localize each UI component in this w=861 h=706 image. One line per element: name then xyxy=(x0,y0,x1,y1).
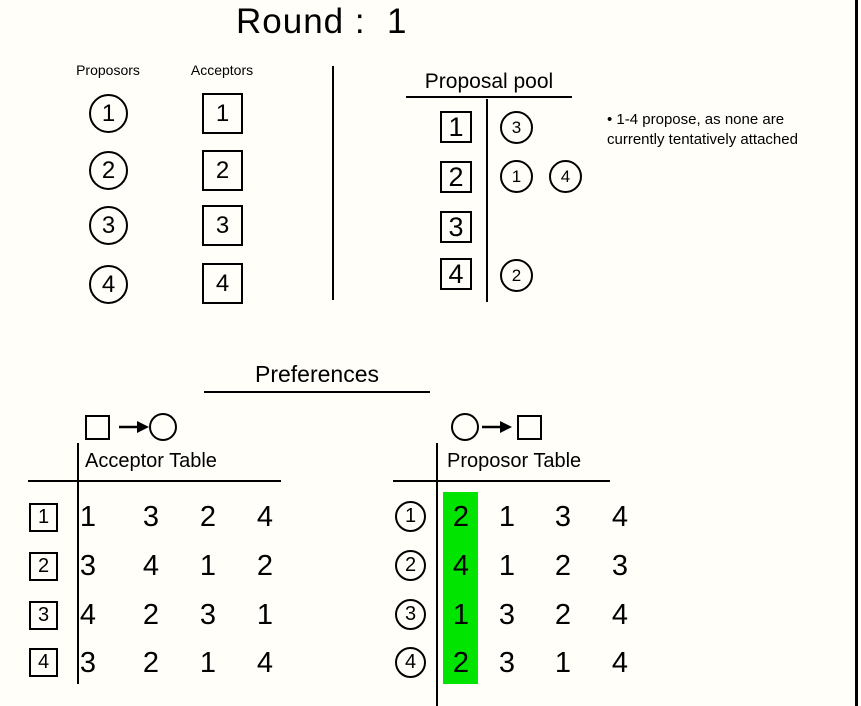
proposor-pref-cell: 3 xyxy=(498,599,516,631)
acceptor-node-3: 3 xyxy=(202,205,243,246)
acceptor-pref-cell: 2 xyxy=(142,599,160,631)
proposor-node-1: 1 xyxy=(89,94,128,133)
acceptor-node-4: 4 xyxy=(202,263,243,304)
pool-acceptor-1: 1 xyxy=(440,111,472,143)
acceptors-column-label: Acceptors xyxy=(190,62,254,78)
round-note: • 1-4 propose, as none are currently ten… xyxy=(607,111,798,149)
proposor-table-vline xyxy=(436,443,438,706)
circle-to-square-icon xyxy=(451,413,542,441)
proposor-pref-cell: 4 xyxy=(611,501,629,533)
proposor-pref-cell: 3 xyxy=(554,501,572,533)
proposor-pref-cell: 4 xyxy=(611,647,629,679)
proposor-node-4: 4 xyxy=(89,265,128,304)
proposor-node-2: 2 xyxy=(89,151,128,190)
acceptor-table-title: Acceptor Table xyxy=(85,450,217,472)
acceptor-row-label-1: 1 xyxy=(29,503,58,532)
acceptor-pref-cell: 2 xyxy=(142,647,160,679)
pool-acceptor-2: 2 xyxy=(440,161,472,193)
proposor-pref-cell: 1 xyxy=(452,599,470,631)
acceptor-table-hline xyxy=(28,480,281,482)
proposor-pref-cell: 2 xyxy=(554,550,572,582)
proposal-pool-divider-line xyxy=(486,99,488,302)
proposal-pool-title: Proposal pool xyxy=(406,70,572,98)
acceptor-row-label-2: 2 xyxy=(29,552,58,581)
acceptor-node-2: 2 xyxy=(202,150,243,191)
proposor-table-hline xyxy=(393,480,610,482)
acceptor-pref-cell: 2 xyxy=(199,501,217,533)
proposor-row-label-4: 4 xyxy=(395,647,426,678)
highlighted-first-choice-column xyxy=(443,492,478,684)
acceptor-pref-cell: 4 xyxy=(256,501,274,533)
acceptor-node-1: 1 xyxy=(202,93,243,134)
acceptor-row-label-4: 4 xyxy=(29,648,58,677)
acceptor-pref-cell: 3 xyxy=(79,647,97,679)
proposors-column-label: Proposors xyxy=(76,62,140,78)
acceptor-pref-cell: 1 xyxy=(199,647,217,679)
pool-proposer-2: 2 xyxy=(500,259,533,292)
proposor-pref-cell: 4 xyxy=(611,599,629,631)
acceptor-pref-cell: 4 xyxy=(256,647,274,679)
proposor-pref-cell: 4 xyxy=(452,550,470,582)
proposor-table-title: Proposor Table xyxy=(447,450,582,472)
pool-proposer-3: 3 xyxy=(500,111,533,144)
proposor-row-label-1: 1 xyxy=(395,501,426,532)
proposor-pref-cell: 1 xyxy=(554,647,572,679)
proposor-pref-cell: 2 xyxy=(452,647,470,679)
preferences-title: Preferences xyxy=(204,361,430,393)
acceptor-pref-cell: 1 xyxy=(256,599,274,631)
acceptor-pref-cell: 4 xyxy=(79,599,97,631)
section-divider-line xyxy=(332,66,334,300)
acceptor-pref-cell: 1 xyxy=(199,550,217,582)
proposor-pref-cell: 1 xyxy=(498,501,516,533)
acceptor-row-label-3: 3 xyxy=(29,601,58,630)
pool-proposer-4: 4 xyxy=(549,160,582,193)
proposor-pref-cell: 1 xyxy=(498,550,516,582)
frame-right-border xyxy=(855,0,858,706)
acceptor-pref-cell: 3 xyxy=(79,550,97,582)
proposor-pref-cell: 3 xyxy=(498,647,516,679)
acceptor-pref-cell: 1 xyxy=(79,501,97,533)
proposor-pref-cell: 2 xyxy=(452,501,470,533)
acceptor-pref-cell: 3 xyxy=(142,501,160,533)
proposor-node-3: 3 xyxy=(89,206,128,245)
pool-acceptor-3: 3 xyxy=(440,211,472,243)
square-to-circle-icon xyxy=(85,413,177,441)
acceptor-pref-cell: 3 xyxy=(199,599,217,631)
proposor-row-label-3: 3 xyxy=(395,599,426,630)
proposor-pref-cell: 3 xyxy=(611,550,629,582)
proposor-row-label-2: 2 xyxy=(395,550,426,581)
pool-acceptor-4: 4 xyxy=(440,258,472,290)
acceptor-pref-cell: 2 xyxy=(256,550,274,582)
proposor-pref-cell: 2 xyxy=(554,599,572,631)
acceptor-table-vline xyxy=(77,443,79,684)
pool-proposer-1: 1 xyxy=(500,160,533,193)
acceptor-pref-cell: 4 xyxy=(142,550,160,582)
round-title: Round : 1 xyxy=(236,2,408,41)
